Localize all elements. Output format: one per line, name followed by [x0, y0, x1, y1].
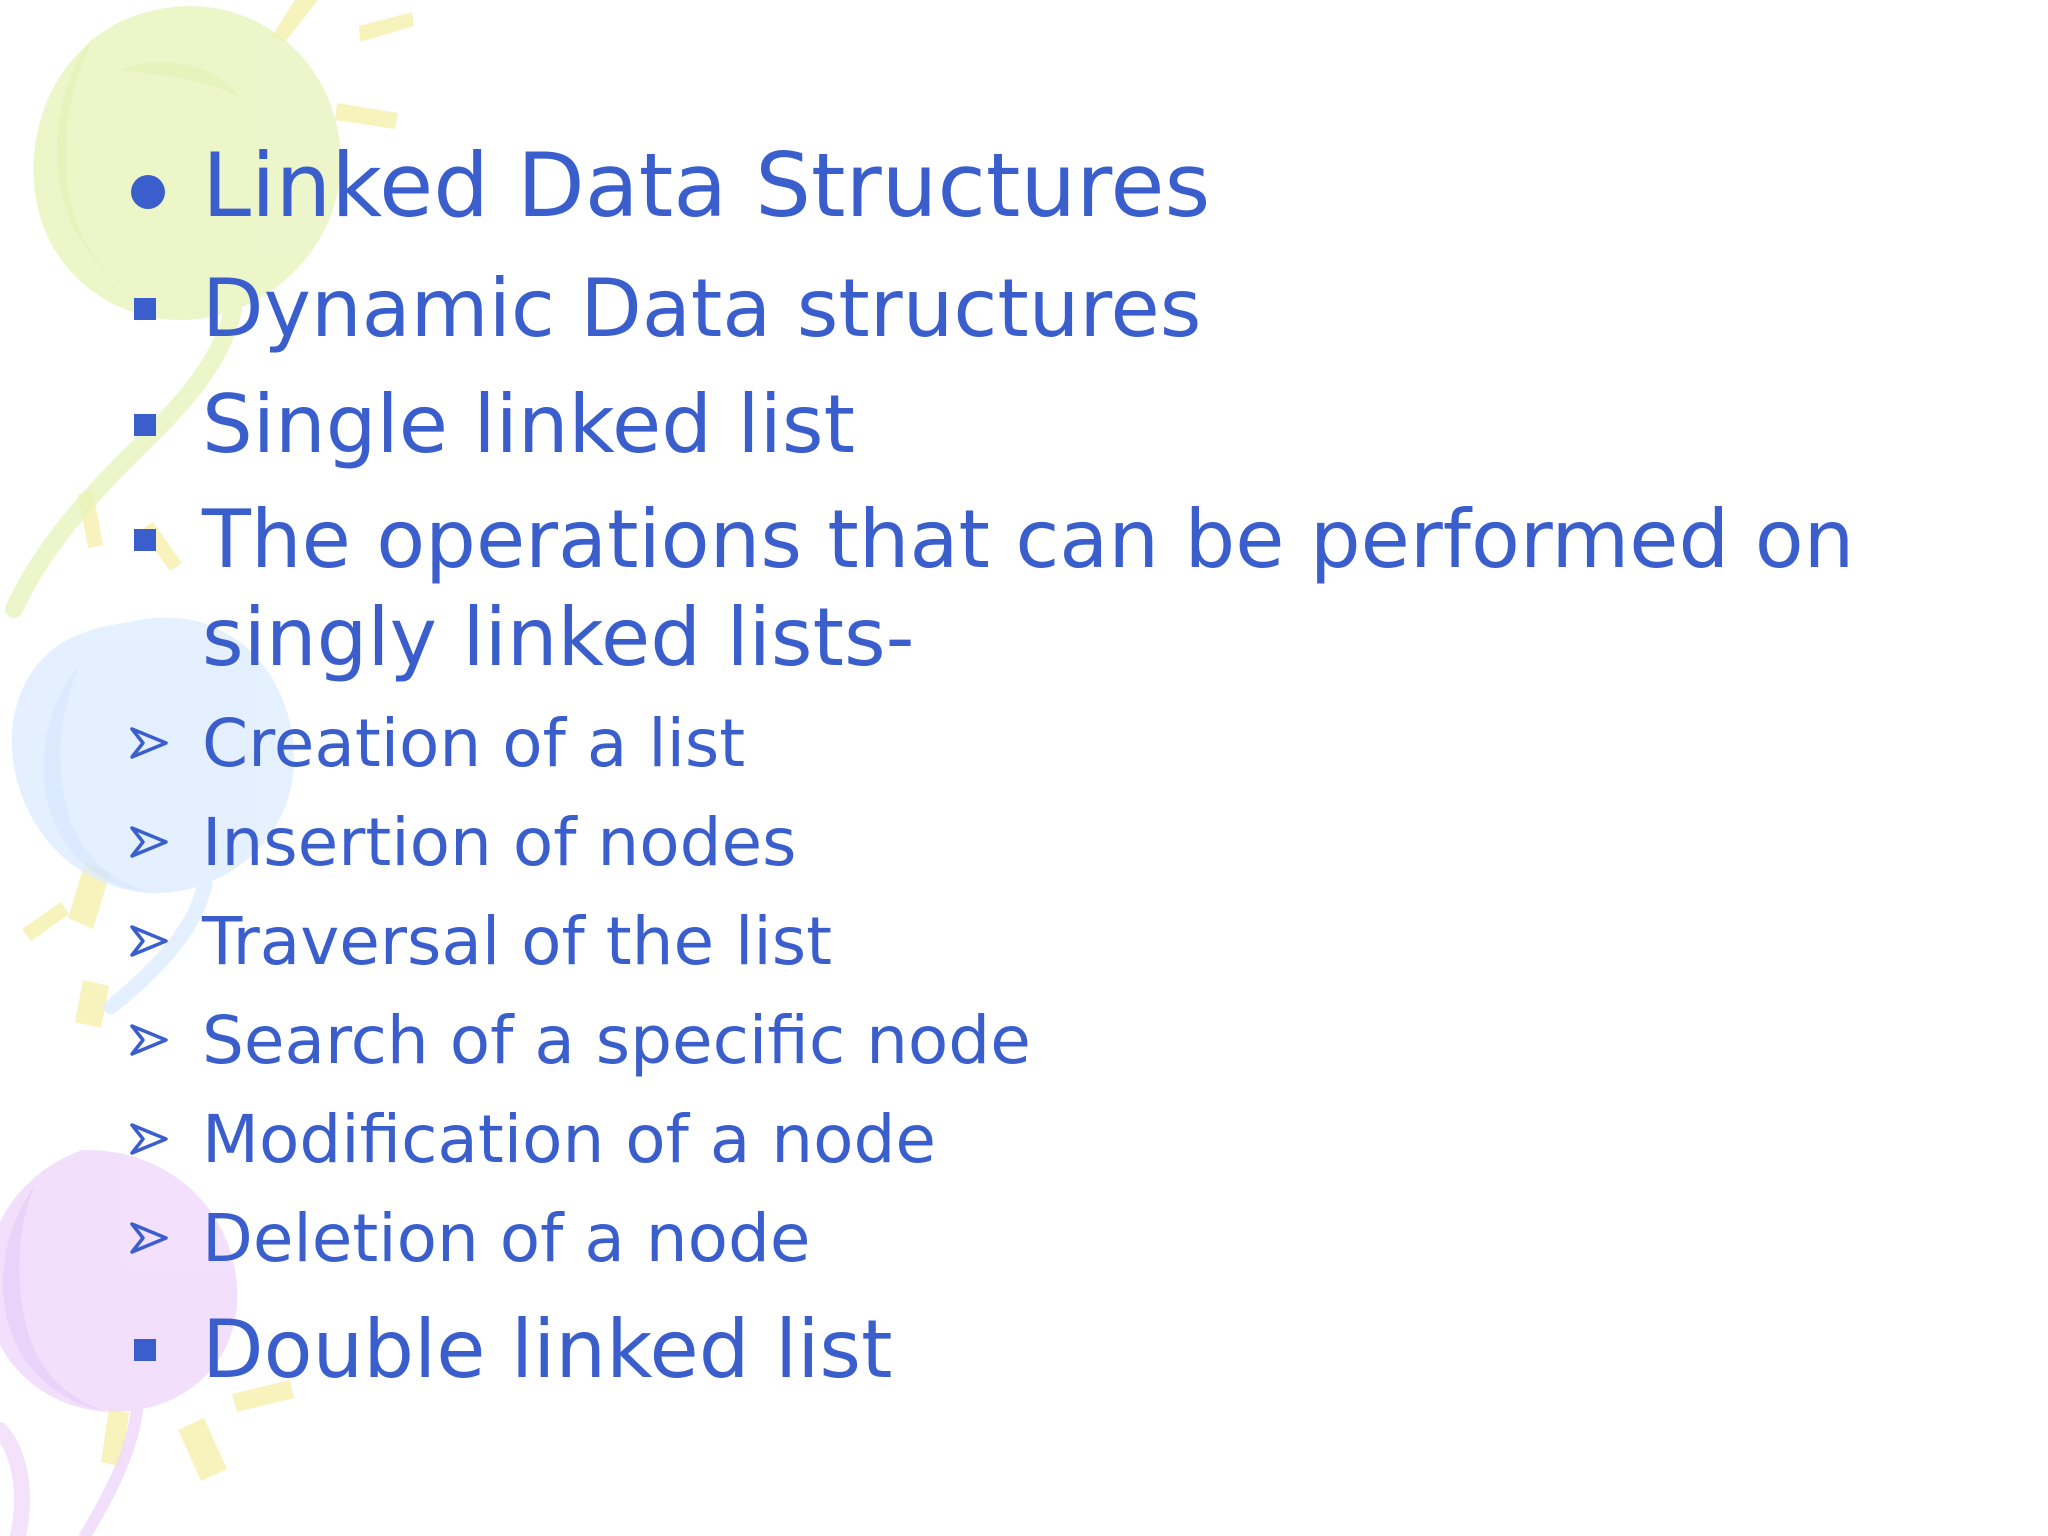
sub-bullet-text: Creation of a list [202, 705, 746, 782]
arrow-bullet-icon [128, 1018, 172, 1062]
bullet-text-line-1: The operations that can be performed on [202, 493, 1855, 586]
sub-bullet-text: Modification of a node [202, 1101, 936, 1178]
sub-bullet-text: Deletion of a node [202, 1200, 811, 1277]
bullet-text: Single linked list [202, 378, 855, 471]
bullet-text: Linked Data Structures [202, 134, 1211, 237]
square-bullet-icon [130, 410, 160, 440]
arrow-bullet-icon [128, 919, 172, 963]
square-bullet-icon [130, 294, 160, 324]
bullet-text: Double linked list [202, 1303, 893, 1396]
square-bullet-icon [130, 1335, 160, 1365]
arrow-bullet-icon [128, 1117, 172, 1161]
square-bullet-icon [130, 525, 160, 555]
sub-bullet-text: Search of a specific node [202, 1002, 1031, 1079]
arrow-bullet-icon [128, 820, 172, 864]
arrow-bullet-icon [128, 721, 172, 765]
sub-bullet-text: Traversal of the list [202, 903, 832, 980]
arrow-bullet-icon [128, 1216, 172, 1260]
sub-bullet-text: Insertion of nodes [202, 804, 797, 881]
bullet-text: Dynamic Data structures [202, 262, 1202, 355]
bullet-text-line-2: singly linked lists- [202, 591, 915, 684]
dot-bullet-icon [128, 172, 168, 212]
